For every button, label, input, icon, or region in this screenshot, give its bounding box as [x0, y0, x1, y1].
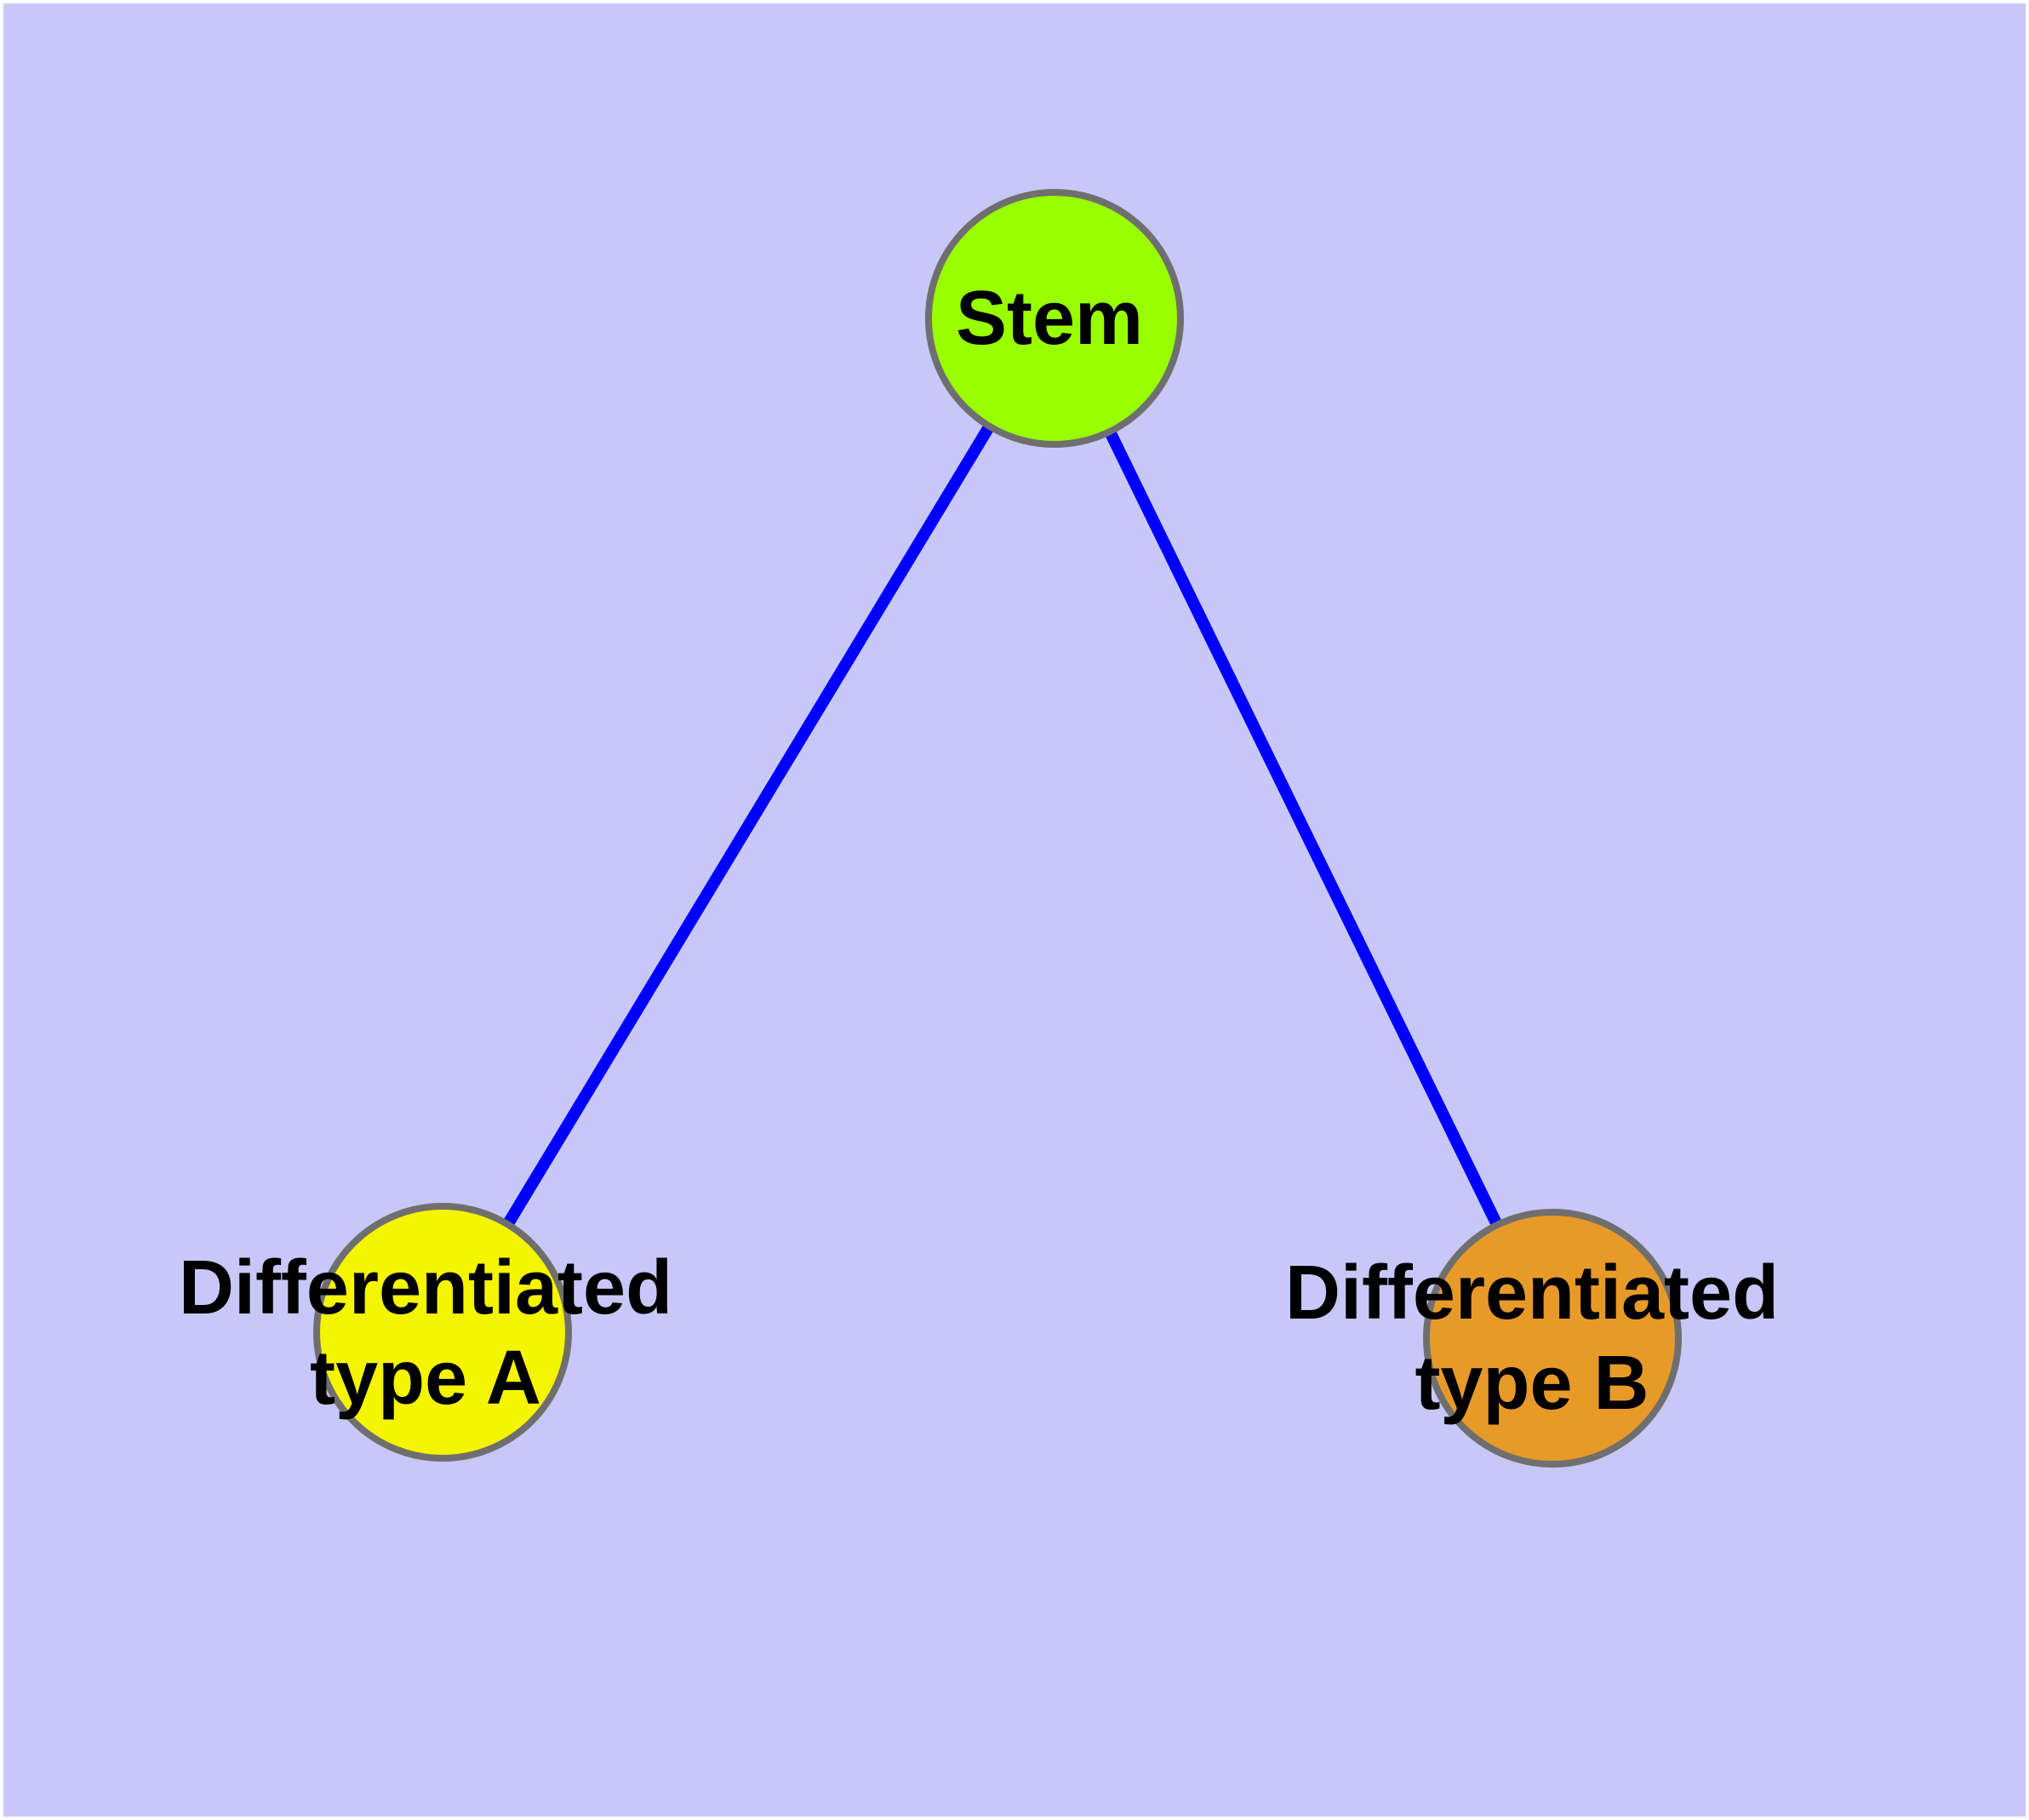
- edge-stem-to-type-b: [1049, 315, 1558, 1342]
- node-type-b-label-line1: Differentiated: [1284, 1251, 1780, 1336]
- node-type-a-label-line2: type A: [310, 1336, 541, 1421]
- node-type-a-label-line1: Differentiated: [178, 1245, 673, 1331]
- node-type-a-circle: [313, 1203, 572, 1462]
- node-type-b-label: Differentiated type B: [1285, 1248, 1779, 1428]
- node-stem-circle: [925, 189, 1184, 448]
- edge-stem-to-type-a: [437, 315, 1060, 1336]
- node-type-a-label: Differentiated type A: [179, 1243, 672, 1423]
- node-stem-label-text: Stem: [955, 276, 1144, 361]
- node-type-b-circle: [1423, 1209, 1682, 1468]
- node-type-b-label-line2: type B: [1415, 1341, 1649, 1426]
- node-stem-label: Stem: [956, 273, 1143, 363]
